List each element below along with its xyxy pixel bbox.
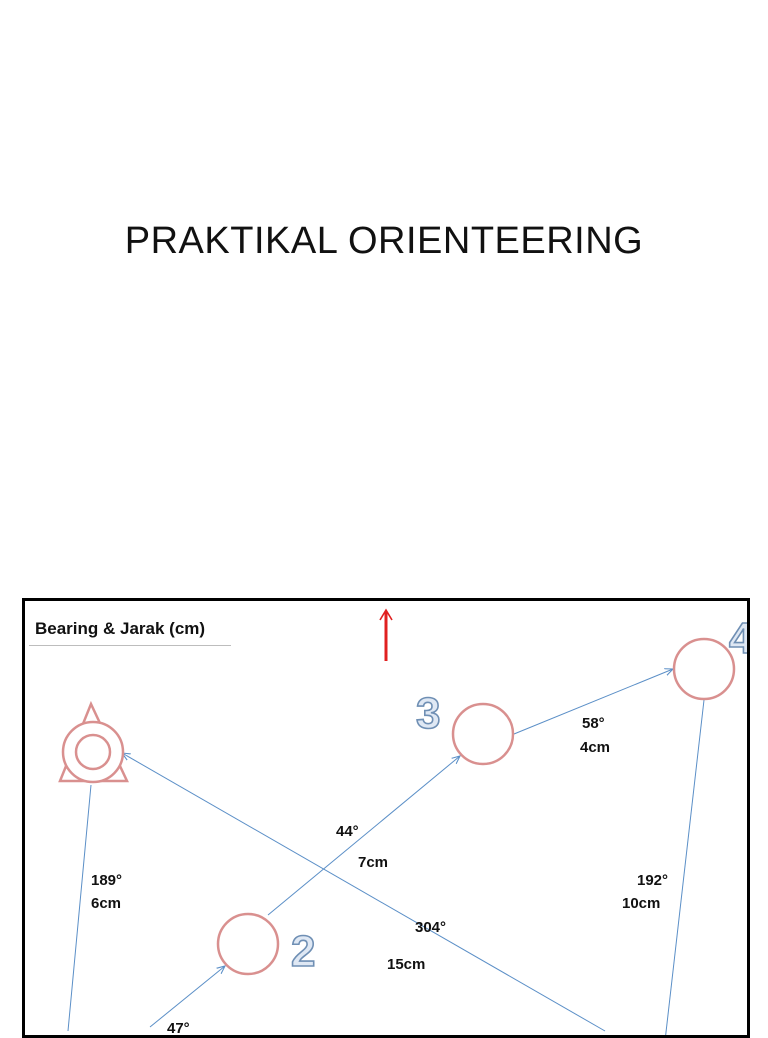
- leg-1-distance: 6cm: [91, 895, 121, 912]
- leg-4-bearing: 58°: [582, 715, 605, 732]
- control-2-circle: [216, 912, 280, 976]
- control-4-circle: [672, 637, 736, 701]
- control-2-number: 2: [291, 927, 315, 976]
- route-3-to-4: [513, 669, 673, 735]
- control-3-circle: [451, 702, 515, 766]
- leg-5-bearing: 192°: [637, 872, 668, 889]
- north-arrow-icon: [379, 608, 393, 661]
- orienteering-map: Bearing & Jarak (cm) 2: [22, 598, 750, 1038]
- leg-3-bearing: 44°: [336, 823, 359, 840]
- start-control-icon: [58, 700, 129, 784]
- leg-4-distance: 4cm: [580, 739, 610, 756]
- route-start-down: [67, 784, 92, 1032]
- map-heading: Bearing & Jarak (cm): [35, 619, 206, 638]
- control-4-number: 4: [729, 614, 750, 663]
- control-3-number: 3: [416, 689, 440, 738]
- leg-6-distance: 15cm: [387, 956, 425, 973]
- route-4-down: [665, 699, 705, 1035]
- route-2-to-3: [267, 756, 460, 916]
- heading-underline: [29, 645, 231, 646]
- leg-2-bearing: 47°: [167, 1020, 190, 1037]
- leg-6-bearing: 304°: [415, 919, 446, 936]
- route-to-control-2: [149, 966, 225, 1028]
- map-diagram: 2 3 4 189° 6cm 47° 44° 7cm 58° 4cm 192° …: [58, 608, 750, 1037]
- leg-3-distance: 7cm: [358, 854, 388, 871]
- leg-5-distance: 10cm: [622, 895, 660, 912]
- route-back-to-start: [122, 753, 606, 1032]
- slide-title: PRAKTIKAL ORIENTEERING: [124, 220, 644, 262]
- leg-1-bearing: 189°: [91, 872, 122, 889]
